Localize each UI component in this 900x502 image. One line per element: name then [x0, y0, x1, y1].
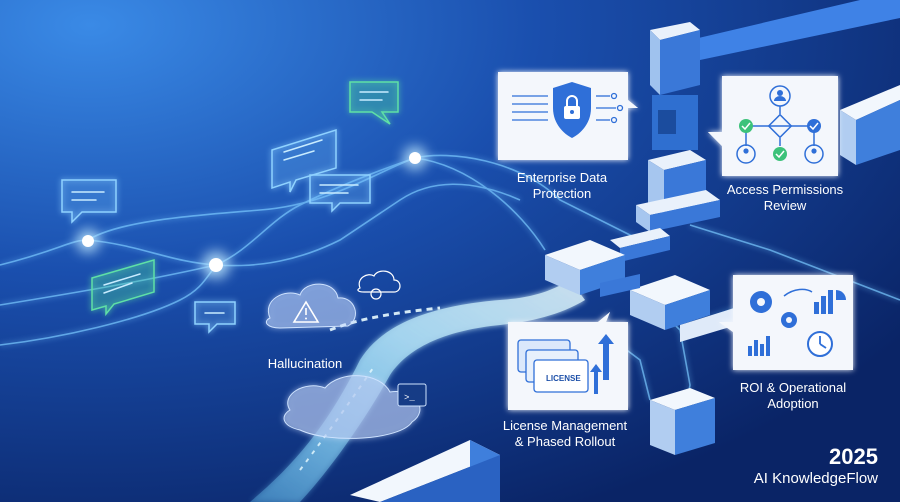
brand-year: 2025	[829, 444, 878, 469]
org-chart-icon	[736, 85, 824, 164]
label-access-permissions-review: Access Permissions Review	[726, 182, 844, 213]
chat-bubble-icon	[61, 128, 371, 334]
network-lines	[0, 154, 900, 441]
network-nodes	[76, 146, 427, 279]
card-enterprise-data-protection	[498, 72, 638, 160]
clock-icon	[807, 331, 833, 357]
pipeline-blocks	[350, 0, 900, 502]
license-badge-text: LICENSE	[546, 374, 581, 383]
shield-lock-icon	[553, 82, 591, 138]
gears-chart-icon	[748, 288, 846, 356]
brand-name: AI KnowledgeFlow	[753, 470, 878, 487]
label-license-management: License Management & Phased Rollout	[502, 418, 628, 449]
label-hallucination: Hallucination	[267, 356, 343, 371]
error-cloud: >_	[283, 375, 427, 439]
svg-text:>_: >_	[404, 393, 415, 403]
label-enterprise-data-protection: Enterprise Data Protection	[516, 170, 608, 201]
card-roi-operational-adoption	[719, 275, 853, 370]
chat-lines	[71, 91, 389, 314]
card-license-management	[508, 312, 628, 410]
label-roi-operational-adoption: ROI & Operational Adoption	[739, 380, 847, 411]
license-cards-icon	[517, 334, 614, 394]
card-access-permissions-review	[708, 76, 838, 176]
warning-cloud-icon	[265, 270, 401, 329]
data-stream	[250, 280, 585, 502]
